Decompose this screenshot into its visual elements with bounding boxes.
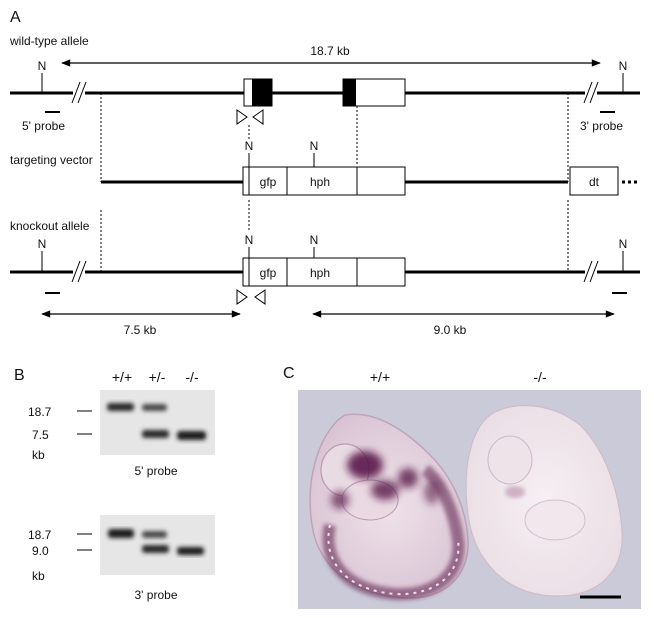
ko-site-2: N [310,233,319,247]
ko-site-1: N [245,233,254,247]
ko-gfp: gfp [260,266,277,280]
vector-gfp: gfp [260,175,277,189]
wt-break-right [583,81,599,104]
blot1-membrane [100,390,215,455]
blot2-probe-label: 3' probe [135,588,178,602]
panel-b-southern-blots: B +/+ +/- -/- 18.7 7.5 kb 5' probe 18.7 … [14,367,215,602]
vector-hph: hph [310,175,330,189]
panel-a-gene-map: A wild-type allele 18.7 kb N N 5' probe … [9,9,640,337]
wildtype-span-label: 18.7 kb [310,44,350,58]
ko-cassette [242,257,406,287]
vector-site-2: N [310,139,319,153]
blot-genotype-het: +/- [149,369,166,385]
ko-span-right-label: 9.0 kb [434,323,467,337]
wildtype-allele-label: wild-type allele [9,34,89,48]
ko-hph: hph [310,266,330,280]
vector-cassette [242,166,406,196]
panel-c-embryo-photo: C +/+ -/- [283,365,641,609]
blot1-bands [107,403,206,440]
blot1-unit: kb [32,448,45,462]
wt-site-left: N [38,59,47,73]
blot2-size-2: 9.0 [32,544,49,558]
blot2-unit: kb [32,569,45,583]
blot-genotype-ko: -/- [185,369,199,385]
blot2-size-1: 18.7 [28,528,52,542]
ko-span-left-label: 7.5 kb [124,323,157,337]
blot1-probe-label: 5' probe [135,464,178,478]
alignment-guides [100,93,569,271]
wt-site-right: N [619,59,628,73]
photo-genotype-ko: -/- [533,369,547,385]
targeting-vector-label: targeting vector [10,153,93,167]
panel-a-label: A [10,9,21,26]
knockout-allele-label: knockout allele [10,219,90,233]
ko-site-right: N [619,237,628,251]
blot-genotype-wt: +/+ [112,369,132,385]
vector-site-1: N [245,139,254,153]
probe3-label: 3' probe [580,119,623,133]
photo-genotype-wt: +/+ [370,369,390,385]
vector-dt-box [569,166,619,196]
panel-b-label: B [14,367,25,384]
wt-break-left [71,81,87,104]
embryo-wildtype [309,413,469,601]
loxp-sites-ko [236,289,266,305]
blot2-bands [108,529,204,555]
ko-site-left: N [38,237,47,251]
loxp-sites-wt [236,109,264,125]
panel-c-label: C [283,365,295,382]
ko-break-right [583,260,599,283]
probe5-label: 5' probe [22,119,65,133]
embryo-knockout [465,405,623,597]
blot1-size-1: 18.7 [28,405,52,419]
ko-break-left [71,260,87,283]
vector-dt: dt [589,175,600,189]
blot1-size-2: 7.5 [32,428,49,442]
